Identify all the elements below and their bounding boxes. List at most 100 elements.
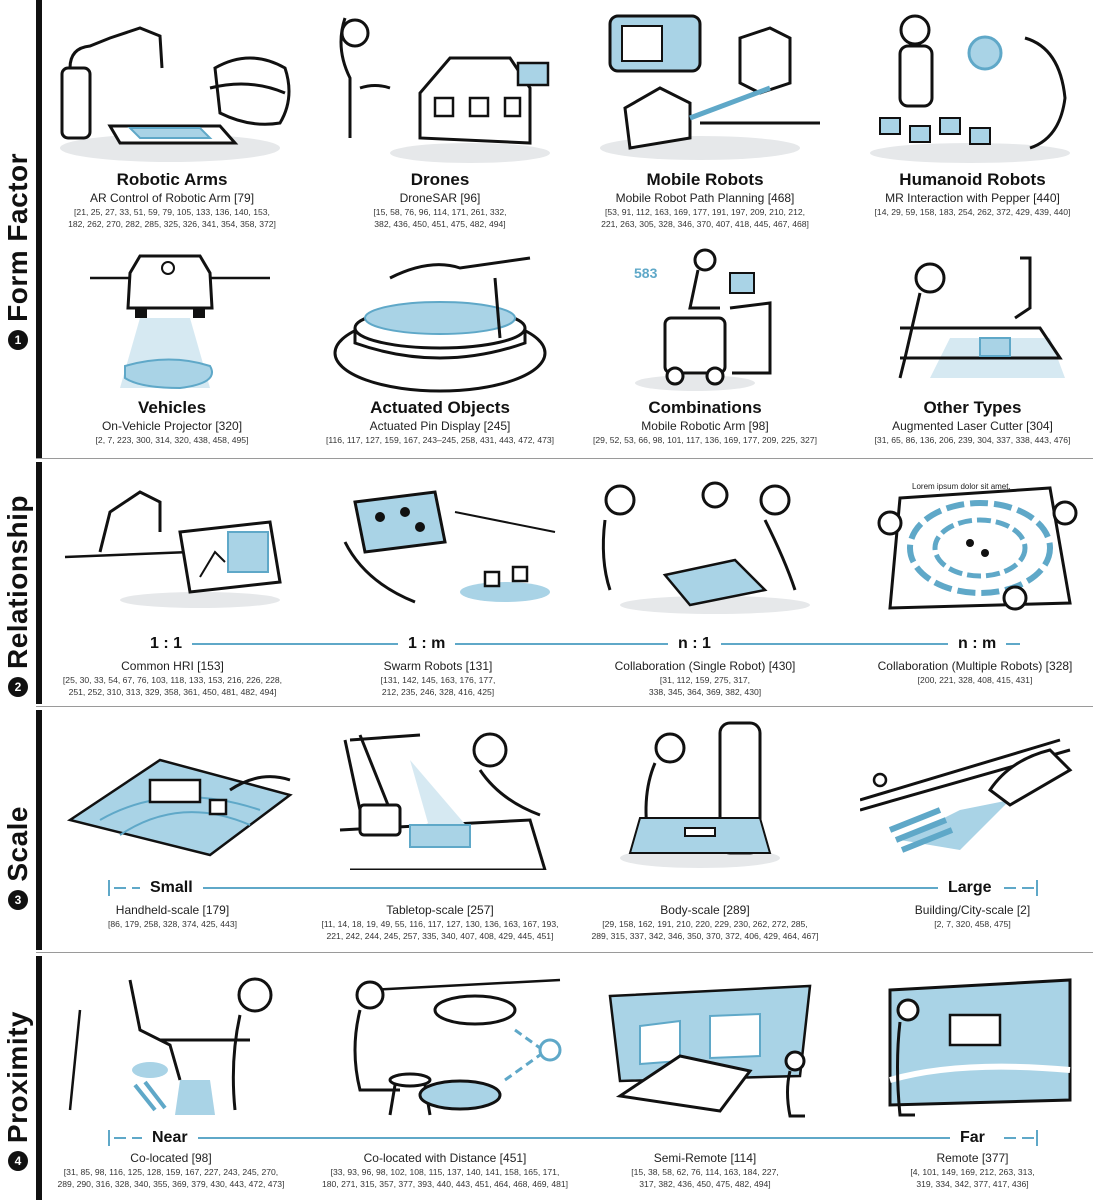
item-semi-remote: Semi-Remote [114] [15, 38, 58, 62, 76, 1… [585, 1150, 825, 1190]
refs-line: 289, 290, 316, 328, 340, 355, 369, 379, … [57, 1179, 285, 1189]
category-title: Other Types [923, 398, 1022, 417]
refs-line: [25, 30, 33, 54, 67, 76, 103, 118, 133, … [62, 675, 283, 685]
section-title: Form Factor 1 [0, 120, 36, 350]
item-collab-multiple: Collaboration (Multiple Robots) [328] [2… [855, 658, 1095, 686]
example-label: AR Control of Robotic Arm [79] [89, 191, 255, 205]
category-vehicles: Vehicles On-Vehicle Projector [320] [2, … [52, 398, 292, 446]
axis-label-far: Far [950, 1128, 995, 1148]
sketch-semi-remote [600, 966, 830, 1121]
example-label: Collaboration (Multiple Robots) [328] [877, 659, 1073, 673]
proximity-axis: Near Far [108, 1128, 1038, 1148]
item-swarm-robots: Swarm Robots [131] [131, 142, 145, 163, … [318, 658, 558, 698]
example-label: Common HRI [153] [121, 659, 224, 673]
sketch-robotic-arm [50, 8, 300, 168]
item-tabletop: Tabletop-scale [257] [11, 14, 18, 19, 49… [300, 902, 580, 942]
example-label: Augmented Laser Cutter [304] [892, 419, 1053, 433]
item-handheld: Handheld-scale [179] [86, 179, 258, 328,… [50, 902, 295, 930]
item-body-scale: Body-scale [289] [29, 158, 162, 191, 210… [575, 902, 835, 942]
axis-label-small: Small [140, 878, 203, 898]
refs-line: [29, 158, 162, 191, 210, 220, 229, 230, … [602, 919, 808, 929]
sketch-vehicle [80, 248, 280, 396]
refs-line: [21, 25, 27, 33, 51, 59, 79, 105, 133, 1… [74, 207, 270, 217]
example-label: Building/City-scale [2] [914, 903, 1031, 917]
refs-line: [131, 142, 145, 163, 176, 177, [380, 675, 496, 685]
relationship-axis: 1 : 1 1 : m n : 1 n : m [140, 634, 1020, 654]
axis-dash [114, 1137, 126, 1139]
example-label: Co-located with Distance [451] [363, 1151, 527, 1165]
axis-dash [1004, 1137, 1016, 1139]
sketch-other-type [890, 248, 1065, 396]
refs-line: [2, 7, 320, 458, 475] [934, 919, 1011, 929]
refs-line: [86, 179, 258, 328, 374, 425, 443] [107, 919, 237, 929]
section-scale: Scale 3 [0, 710, 1097, 950]
axis-label-n-1: n : 1 [668, 634, 721, 654]
refs-line: 180, 271, 315, 357, 377, 393, 440, 443, … [321, 1179, 569, 1189]
refs-line: [31, 85, 98, 116, 125, 128, 159, 167, 22… [63, 1167, 279, 1177]
refs-line: [29, 52, 53, 66, 98, 101, 117, 136, 169,… [593, 435, 817, 445]
item-co-located: Co-located [98] [31, 85, 98, 116, 125, 1… [46, 1150, 296, 1190]
axis-end-right [1036, 1130, 1038, 1146]
sketch-humanoid-robot [860, 8, 1085, 168]
axis-dash [114, 887, 126, 889]
example-label: Co-located [98] [130, 1151, 212, 1165]
axis-end-left [108, 1130, 110, 1146]
axis-label-1-m: 1 : m [398, 634, 456, 654]
axis-label-1-1: 1 : 1 [140, 634, 193, 654]
refs-line: [53, 91, 112, 163, 169, 177, 191, 197, 2… [604, 207, 806, 217]
example-label: Tabletop-scale [257] [386, 903, 494, 917]
example-label: Semi-Remote [114] [653, 1151, 757, 1165]
example-label: On-Vehicle Projector [320] [101, 419, 243, 433]
refs-line: 319, 334, 342, 377, 417, 436] [916, 1179, 1029, 1189]
axis-line [148, 1137, 978, 1139]
category-title: Humanoid Robots [899, 170, 1046, 189]
axis-dash [1022, 887, 1034, 889]
category-other-types: Other Types Augmented Laser Cutter [304]… [850, 398, 1095, 446]
section-divider [36, 706, 1093, 707]
section-label: Form Factor [2, 153, 33, 322]
sketch-common-hri [60, 482, 290, 612]
category-title: Combinations [648, 398, 762, 417]
axis-dash [132, 887, 144, 889]
example-label: DroneSAR [96] [399, 191, 481, 205]
sketch-collab-multiple [870, 478, 1085, 618]
category-title: Robotic Arms [116, 170, 228, 189]
refs-line: 221, 242, 244, 245, 257, 335, 340, 407, … [326, 931, 554, 941]
refs-line: 289, 315, 337, 342, 346, 350, 370, 372, … [591, 931, 819, 941]
category-humanoid-robots: Humanoid Robots MR Interaction with Pepp… [850, 170, 1095, 218]
refs-line: [15, 58, 76, 96, 114, 171, 261, 332, [373, 207, 507, 217]
example-label: MR Interaction with Pepper [440] [885, 191, 1060, 205]
refs-line: [31, 65, 86, 136, 206, 239, 304, 337, 33… [874, 435, 1071, 445]
axis-end-left [108, 880, 110, 896]
section-number: 2 [8, 677, 28, 697]
example-label: Swarm Robots [131] [383, 659, 493, 673]
refs-line: [11, 14, 18, 19, 49, 55, 116, 117, 127, … [321, 919, 559, 929]
section-bar [36, 0, 42, 458]
refs-line: [31, 112, 159, 275, 317, [659, 675, 751, 685]
axis-label-n-m: n : m [948, 634, 1007, 654]
item-co-located-distance: Co-located with Distance [451] [33, 93, … [300, 1150, 590, 1190]
category-robotic-arms: Robotic Arms AR Control of Robotic Arm [… [52, 170, 292, 230]
sketch-combination: 583 [620, 248, 790, 396]
refs-line: [14, 29, 59, 158, 183, 254, 262, 372, 42… [874, 207, 1071, 217]
sketch-co-located [60, 970, 300, 1120]
refs-line: [2, 7, 223, 300, 314, 320, 438, 458, 495… [95, 435, 249, 445]
item-remote: Remote [377] [4, 101, 149, 169, 212, 263… [850, 1150, 1095, 1190]
section-divider [36, 458, 1093, 459]
sketch-actuated-object [330, 248, 560, 396]
refs-line: [200, 221, 328, 408, 415, 431] [917, 675, 1033, 685]
section-number: 1 [8, 330, 28, 350]
refs-line: [33, 93, 96, 98, 102, 108, 115, 137, 140… [330, 1167, 560, 1177]
axis-label-large: Large [938, 878, 1002, 898]
sketch-handheld [60, 740, 300, 860]
sketch-swarm-robots [335, 482, 565, 612]
item-common-hri: Common HRI [153] [25, 30, 33, 54, 67, 76… [50, 658, 295, 698]
category-mobile-robots: Mobile Robots Mobile Robot Path Planning… [585, 170, 825, 230]
refs-line: [116, 117, 127, 159, 167, 243–245, 258, … [325, 435, 555, 445]
section-label: Proximity [2, 1010, 33, 1143]
sketch-tabletop [330, 720, 550, 870]
section-form-factor: Form Factor 1 [0, 0, 1097, 458]
axis-dash [1022, 1137, 1034, 1139]
section-relationship: Relationship 2 [0, 462, 1097, 704]
section-label: Scale [2, 806, 33, 882]
axis-line [148, 887, 978, 889]
